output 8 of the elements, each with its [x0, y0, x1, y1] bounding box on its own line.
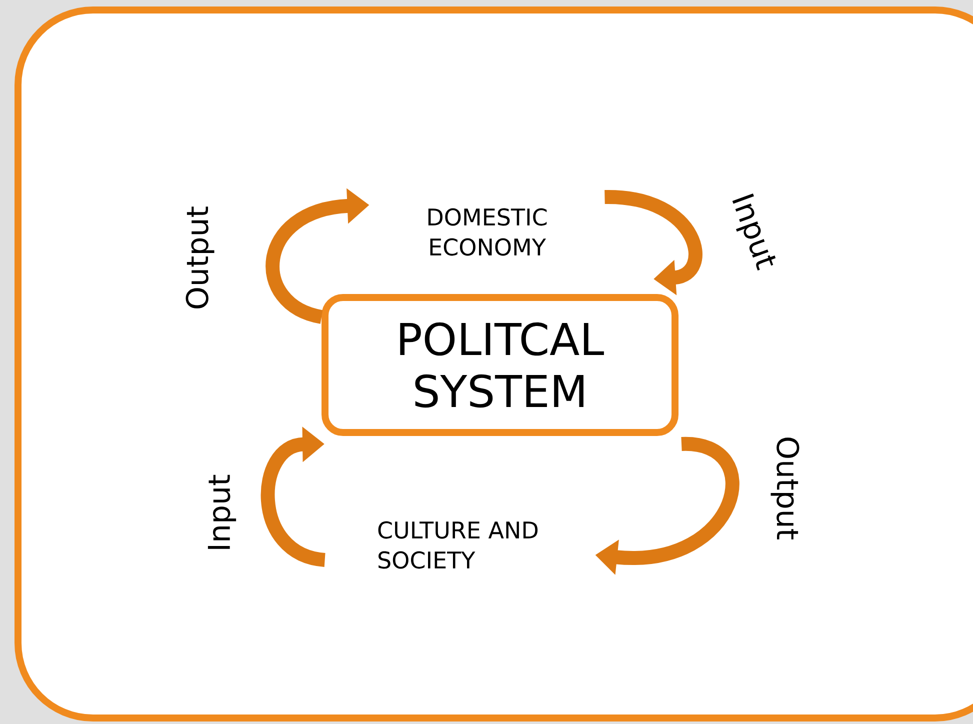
edge-label: Output: [770, 438, 800, 540]
edge-label: Output: [186, 206, 214, 308]
curved-arrow: [604, 190, 702, 296]
node-text: DOMESTIC ECONOMY: [428, 208, 547, 256]
edge-label: Input: [732, 193, 776, 271]
system-box: POLITCAL SYSTEM: [322, 294, 678, 436]
edge-label: Input: [208, 474, 236, 549]
node-text: CULTURE AND SOCIETY: [378, 521, 538, 569]
